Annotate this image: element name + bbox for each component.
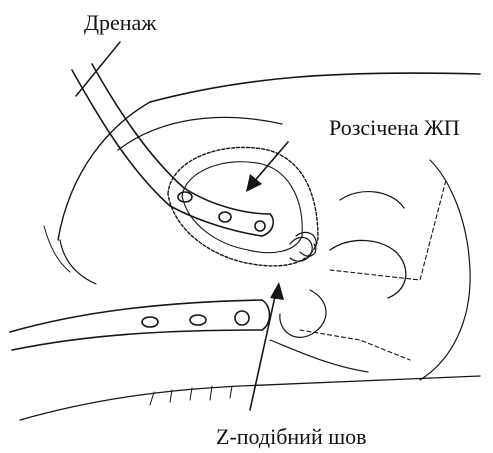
bottom-contour xyxy=(20,376,480,420)
duct-hole xyxy=(190,315,206,325)
duct-hole xyxy=(142,317,158,327)
gallbladder-label: Розсічена ЖП xyxy=(329,117,460,139)
adjacent-organs xyxy=(270,160,470,380)
drain-hole xyxy=(219,212,231,222)
drain-hole xyxy=(178,192,192,202)
lower-duct xyxy=(10,300,270,350)
drainage-label: Дренаж xyxy=(84,12,157,34)
drain-hole xyxy=(255,221,265,231)
duct-hole xyxy=(235,311,249,325)
drainage-leader-line xyxy=(76,42,120,96)
opened-gallbladder xyxy=(168,147,318,265)
z-suture-label: Z-подібний шов xyxy=(216,426,367,448)
drainage-tube xyxy=(72,42,273,236)
z-suture-arrow xyxy=(250,282,284,410)
